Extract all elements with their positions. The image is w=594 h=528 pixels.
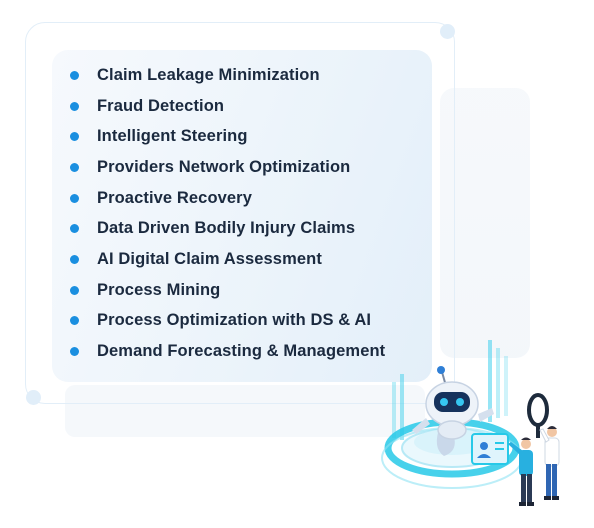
- list-item-label: Claim Leakage Minimization: [97, 65, 320, 84]
- list-item-label: Demand Forecasting & Management: [97, 342, 386, 361]
- list-item: Intelligent Steering: [70, 121, 385, 152]
- people-icon: [508, 426, 560, 506]
- background-panel-right: [440, 88, 530, 358]
- magnifier-icon: [527, 393, 549, 438]
- digital-frame-icon: [392, 340, 508, 440]
- bullet-icon: [70, 285, 79, 295]
- list-item: AI Digital Claim Assessment: [70, 244, 385, 275]
- bullet-icon: [70, 316, 79, 326]
- list-item: Providers Network Optimization: [70, 152, 385, 183]
- list-item: Process Optimization with DS & AI: [70, 306, 385, 337]
- list-item: Fraud Detection: [70, 91, 385, 122]
- user-card-icon: [471, 433, 509, 465]
- bullet-icon: [70, 101, 79, 111]
- corner-dot-bottom-left: [26, 390, 41, 405]
- bullet-icon: [70, 70, 79, 80]
- list-item-label: Proactive Recovery: [97, 188, 252, 207]
- list-item-label: Data Driven Bodily Injury Claims: [97, 219, 356, 238]
- list-item: Data Driven Bodily Injury Claims: [70, 213, 385, 244]
- outer-frame: [25, 22, 455, 404]
- robot-icon: [412, 366, 494, 456]
- corner-dot-top-right: [440, 24, 455, 39]
- bullet-icon: [70, 162, 79, 172]
- bullet-icon: [70, 132, 79, 142]
- bullet-icon: [70, 224, 79, 234]
- list-item-label: Process Optimization with DS & AI: [97, 311, 372, 330]
- bullet-icon: [70, 347, 79, 357]
- list-item-label: Process Mining: [97, 280, 221, 299]
- list-item-label: Fraud Detection: [97, 96, 225, 115]
- list-item: Proactive Recovery: [70, 183, 385, 214]
- illustration: [381, 340, 560, 506]
- list-item: Claim Leakage Minimization: [70, 60, 385, 91]
- bullet-icon: [70, 193, 79, 203]
- bullet-icon: [70, 254, 79, 264]
- background-panel-bottom: [65, 385, 425, 437]
- list-item: Demand Forecasting & Management: [70, 336, 385, 367]
- list-item: Process Mining: [70, 275, 385, 306]
- services-card: [52, 50, 432, 382]
- list-item-label: AI Digital Claim Assessment: [97, 249, 322, 268]
- services-list: Claim Leakage Minimization Fraud Detecti…: [70, 60, 385, 367]
- list-item-label: Intelligent Steering: [97, 127, 248, 146]
- list-item-label: Providers Network Optimization: [97, 157, 351, 176]
